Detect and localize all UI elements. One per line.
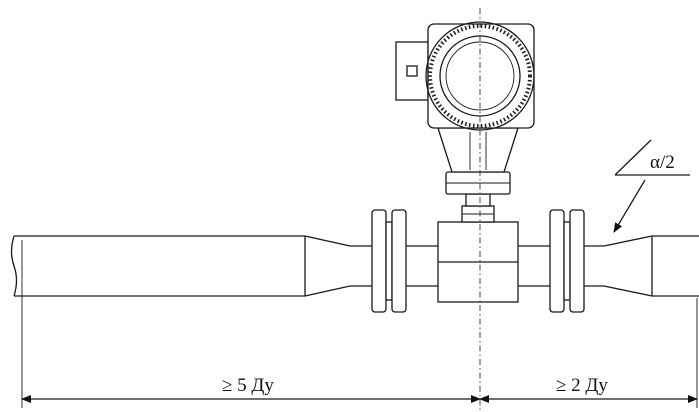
transmitter-neck	[437, 127, 519, 207]
upstream-pipe	[10, 235, 305, 298]
angle-annotation: α/2	[613, 139, 690, 233]
left-flange	[371, 209, 438, 313]
downstream-pipe	[652, 235, 699, 297]
dimension-lines: ≥ 5 Ду ≥ 2 Ду	[21, 298, 698, 408]
downstream-reducer	[584, 235, 653, 297]
downstream-dimension-label: ≥ 2 Ду	[556, 375, 608, 396]
upstream-reducer	[304, 235, 372, 297]
meter-body	[437, 205, 519, 303]
right-flange	[518, 209, 585, 313]
angle-label: α/2	[650, 152, 675, 173]
upstream-dimension-label: ≥ 5 Ду	[222, 375, 274, 396]
transmitter-head	[395, 21, 535, 131]
